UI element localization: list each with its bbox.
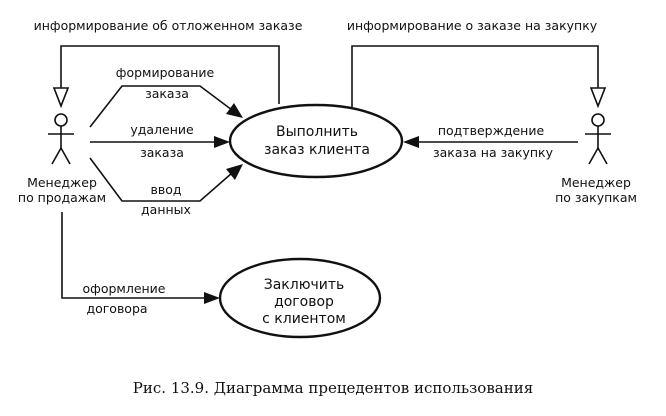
- arrowhead-filled-icon: [214, 136, 230, 148]
- association-make-contract: оформление договора: [61, 212, 220, 316]
- association-postponed-info-label: информирование об отложенном заказе: [34, 18, 303, 33]
- use-case-sign-contract: Заключить договор с клиентом: [218, 257, 382, 339]
- actor-purchase-manager: Менеджер по закупкам: [555, 113, 637, 205]
- association-form-order-label-line2: заказа: [145, 86, 189, 101]
- association-delete-order: удаление заказа: [90, 122, 230, 160]
- actor-sales-manager-label-line2: по продажам: [18, 190, 106, 205]
- actor-head: [591, 113, 605, 127]
- actor-leg-right: [60, 147, 71, 165]
- use-case-sign-contract-line1: Заключить: [264, 277, 345, 293]
- association-delete-order-label-line2: заказа: [140, 145, 184, 160]
- arrowhead-open-icon: [52, 87, 70, 109]
- association-enter-data-label-line2: данных: [141, 202, 191, 217]
- association-confirm-purchase-label-line1: подтверждение: [438, 123, 545, 138]
- arrowhead-filled-icon: [403, 136, 419, 148]
- use-case-fulfill-order: Выполнить заказ клиента: [228, 103, 404, 179]
- actor-leg-left: [588, 147, 599, 165]
- arrowhead-filled-icon: [204, 292, 220, 304]
- association-enter-data-label-line1: ввод: [150, 182, 181, 197]
- arrowhead-open-icon: [589, 87, 607, 109]
- association-postponed-info: информирование об отложенном заказе: [34, 18, 303, 109]
- association-delete-order-label-line1: удаление: [130, 122, 194, 137]
- actor-leg-left: [51, 147, 62, 165]
- association-make-contract-label-line2: договора: [86, 301, 147, 316]
- association-form-order: формирование заказа: [89, 65, 243, 128]
- figure-caption: Рис. 13.9. Диаграмма прецедентов использ…: [133, 379, 533, 397]
- actor-purchase-manager-label-line2: по закупкам: [555, 190, 637, 205]
- association-confirm-purchase: подтверждение заказа на закупку: [403, 123, 578, 160]
- association-form-order-label-line1: формирование: [116, 65, 215, 80]
- arrowhead-filled-icon: [226, 164, 243, 180]
- use-case-sign-contract-line2: договор: [274, 294, 334, 310]
- association-line: [61, 212, 205, 299]
- association-line: [89, 157, 233, 202]
- actor-leg-right: [597, 147, 608, 165]
- association-purchase-info-label: информирование о заказе на закупку: [347, 18, 598, 33]
- association-line: [60, 45, 280, 104]
- actor-sales-manager-label-line1: Менеджер: [27, 175, 97, 190]
- use-case-fulfill-order-line1: Выполнить: [276, 124, 358, 140]
- actor-sales-manager: Менеджер по продажам: [18, 113, 106, 205]
- association-confirm-purchase-label-line2: заказа на закупку: [433, 145, 554, 160]
- association-make-contract-label-line1: оформление: [82, 281, 165, 296]
- actor-purchase-manager-label-line1: Менеджер: [561, 175, 631, 190]
- use-case-sign-contract-line3: с клиентом: [262, 311, 346, 327]
- use-case-ellipse: [228, 103, 404, 179]
- association-purchase-info: информирование о заказе на закупку: [347, 18, 607, 109]
- association-enter-data: ввод данных: [89, 157, 243, 217]
- association-line: [89, 85, 233, 128]
- arrowhead-filled-icon: [226, 103, 243, 118]
- actor-head: [54, 113, 68, 127]
- association-line: [351, 45, 599, 107]
- use-case-fulfill-order-line2: заказ клиента: [264, 142, 370, 158]
